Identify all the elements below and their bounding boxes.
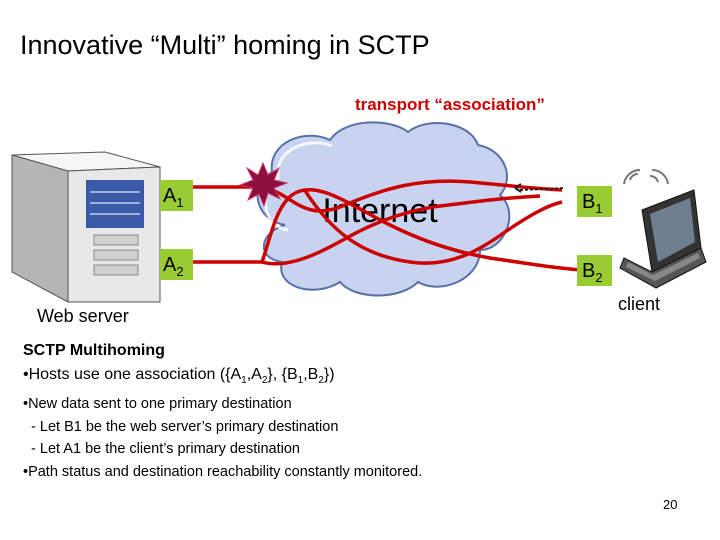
assoc-text-5: }) [324, 366, 335, 383]
association-bullet: •Hosts use one association ({A1,A2}, {B1… [23, 363, 623, 393]
assoc-text-1: •Hosts use one association ({A [23, 366, 241, 383]
page-number: 20 [663, 497, 677, 512]
assoc-text-3: }, {B [267, 366, 297, 383]
port-a2: A2 [160, 249, 193, 280]
web-server-icon [12, 152, 160, 302]
notes-heading: SCTP Multihoming [23, 341, 623, 361]
port-b2: B2 [577, 255, 612, 286]
port-b2-base: B [582, 260, 595, 282]
notes-block: SCTP Multihoming •Hosts use one associat… [23, 341, 623, 483]
port-a2-base: A [163, 254, 177, 276]
port-a1: A1 [160, 180, 193, 211]
port-b1-base: B [582, 191, 595, 213]
port-a1-sub: 1 [176, 195, 183, 210]
wireless-icon [624, 170, 668, 184]
client-label: client [618, 294, 660, 315]
bullet-item: •Path status and destination reachabilit… [23, 461, 623, 484]
port-b1-sub: 1 [595, 201, 602, 216]
web-server-label: Web server [37, 306, 129, 327]
laptop-icon [620, 190, 706, 288]
port-a1-base: A [163, 185, 177, 207]
port-b2-sub: 2 [595, 270, 602, 285]
bullet-item: - Let B1 be the web server’s primary des… [23, 416, 623, 439]
port-b1: B1 [577, 186, 612, 217]
bullet-item: - Let A1 be the client’s primary destina… [23, 438, 623, 461]
assoc-text-4: ,B [303, 366, 318, 383]
bullet-item: •New data sent to one primary destinatio… [23, 393, 623, 416]
port-a2-sub: 2 [176, 264, 183, 279]
assoc-text-2: ,A [247, 366, 262, 383]
